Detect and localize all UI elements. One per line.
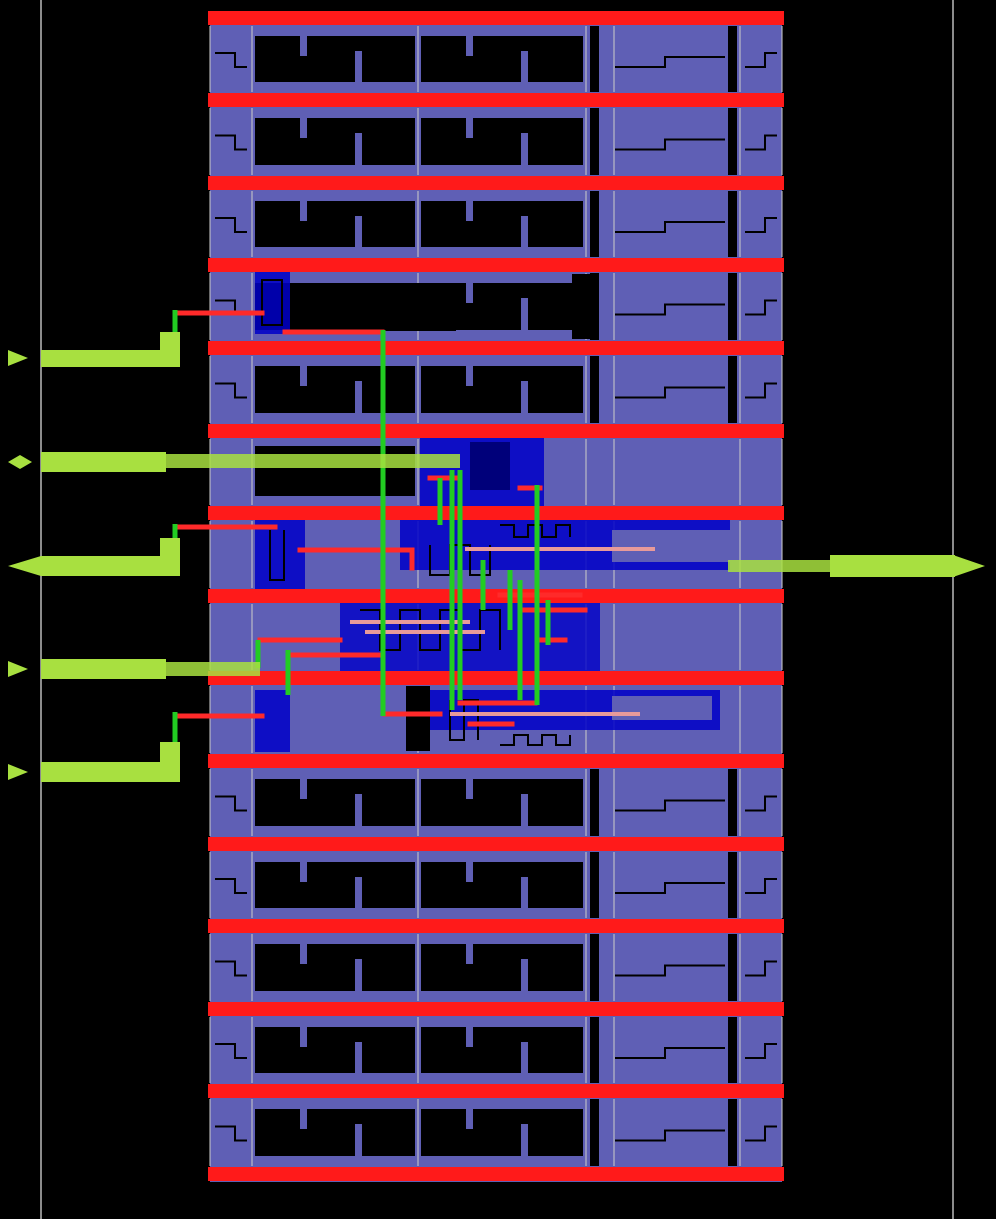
input-pin-5[interactable] (8, 742, 180, 782)
inout-pin-2[interactable] (8, 452, 460, 472)
io-pins (8, 332, 985, 782)
metal2-routes (172, 310, 588, 727)
metal3-routes (172, 310, 551, 744)
output-pin-right[interactable] (728, 555, 985, 577)
die-boundary (40, 0, 954, 1219)
output-pin-3[interactable] (8, 538, 180, 576)
power-rails (208, 11, 784, 1181)
standard-cell-rows (209, 26, 783, 1166)
input-pin-4[interactable] (8, 659, 260, 679)
input-pin-1[interactable] (8, 332, 180, 367)
